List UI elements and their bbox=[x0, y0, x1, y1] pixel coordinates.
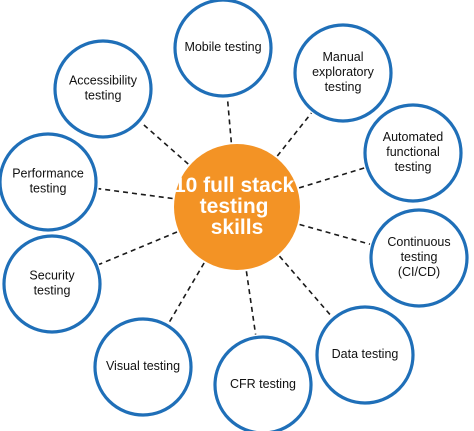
node-label: Visual testing bbox=[106, 359, 180, 373]
node-label-line: Visual testing bbox=[106, 359, 180, 373]
hub-circle bbox=[174, 144, 300, 270]
hub-label-line: skills bbox=[211, 216, 264, 239]
node-cfr-testing: CFR testing bbox=[213, 335, 313, 431]
connector-visual-testing bbox=[168, 262, 205, 324]
connector-cfr-testing bbox=[245, 271, 257, 335]
node-label-line: testing bbox=[85, 89, 122, 103]
node-label-line: testing bbox=[401, 250, 438, 264]
connector-accessibility-testing bbox=[140, 122, 189, 165]
connector-mobile-testing bbox=[226, 98, 233, 143]
connector-continuous-testing bbox=[299, 223, 371, 245]
connector-data-testing bbox=[278, 255, 333, 317]
node-circle bbox=[93, 317, 193, 417]
node-label: CFR testing bbox=[230, 377, 296, 391]
node-label-line: functional bbox=[386, 145, 440, 159]
node-circle bbox=[293, 23, 393, 123]
hub-group: 10 full stack testing skills bbox=[174, 144, 300, 270]
node-circle bbox=[53, 39, 153, 139]
node-label-line: testing bbox=[395, 160, 432, 174]
node-mobile-testing: Mobile testing bbox=[173, 0, 273, 98]
node-label-line: exploratory bbox=[312, 65, 375, 79]
node-label-line: Data testing bbox=[332, 347, 399, 361]
hub-label-line: 10 full stack bbox=[174, 174, 295, 197]
node-circle bbox=[0, 132, 98, 232]
node-label-line: Continuous bbox=[387, 235, 450, 249]
node-label-line: Security bbox=[29, 269, 75, 283]
node-circle bbox=[369, 208, 469, 308]
connector-security-testing bbox=[98, 231, 178, 266]
node-label-line: testing bbox=[30, 182, 67, 196]
node-label-line: Mobile testing bbox=[184, 40, 261, 54]
node-label-line: (CI/CD) bbox=[398, 265, 440, 279]
node-label-line: Performance bbox=[12, 167, 84, 181]
node-circle bbox=[315, 305, 415, 405]
node-label-line: testing bbox=[325, 80, 362, 94]
node-label-line: CFR testing bbox=[230, 377, 296, 391]
connector-manual-exploratory-testing bbox=[276, 112, 313, 157]
node-data-testing: Data testing bbox=[315, 305, 415, 405]
node-label-line: Accessibility bbox=[69, 74, 138, 88]
hub-label-line: testing bbox=[200, 195, 269, 218]
node-visual-testing: Visual testing bbox=[93, 317, 193, 417]
node-label-line: Automated bbox=[383, 130, 444, 144]
connector-layer bbox=[98, 98, 371, 335]
node-circle bbox=[2, 234, 102, 334]
node-circle bbox=[213, 335, 313, 431]
node-circle bbox=[363, 103, 463, 203]
connector-performance-testing bbox=[98, 187, 173, 200]
hub-label: 10 full stack testing skills bbox=[174, 174, 300, 239]
node-circle bbox=[173, 0, 273, 98]
node-label-line: Manual bbox=[323, 50, 364, 64]
node-label-line: testing bbox=[34, 284, 71, 298]
node-label: Data testing bbox=[332, 347, 399, 361]
connector-automated-functional-testing bbox=[298, 167, 365, 189]
node-label: Mobile testing bbox=[184, 40, 261, 54]
